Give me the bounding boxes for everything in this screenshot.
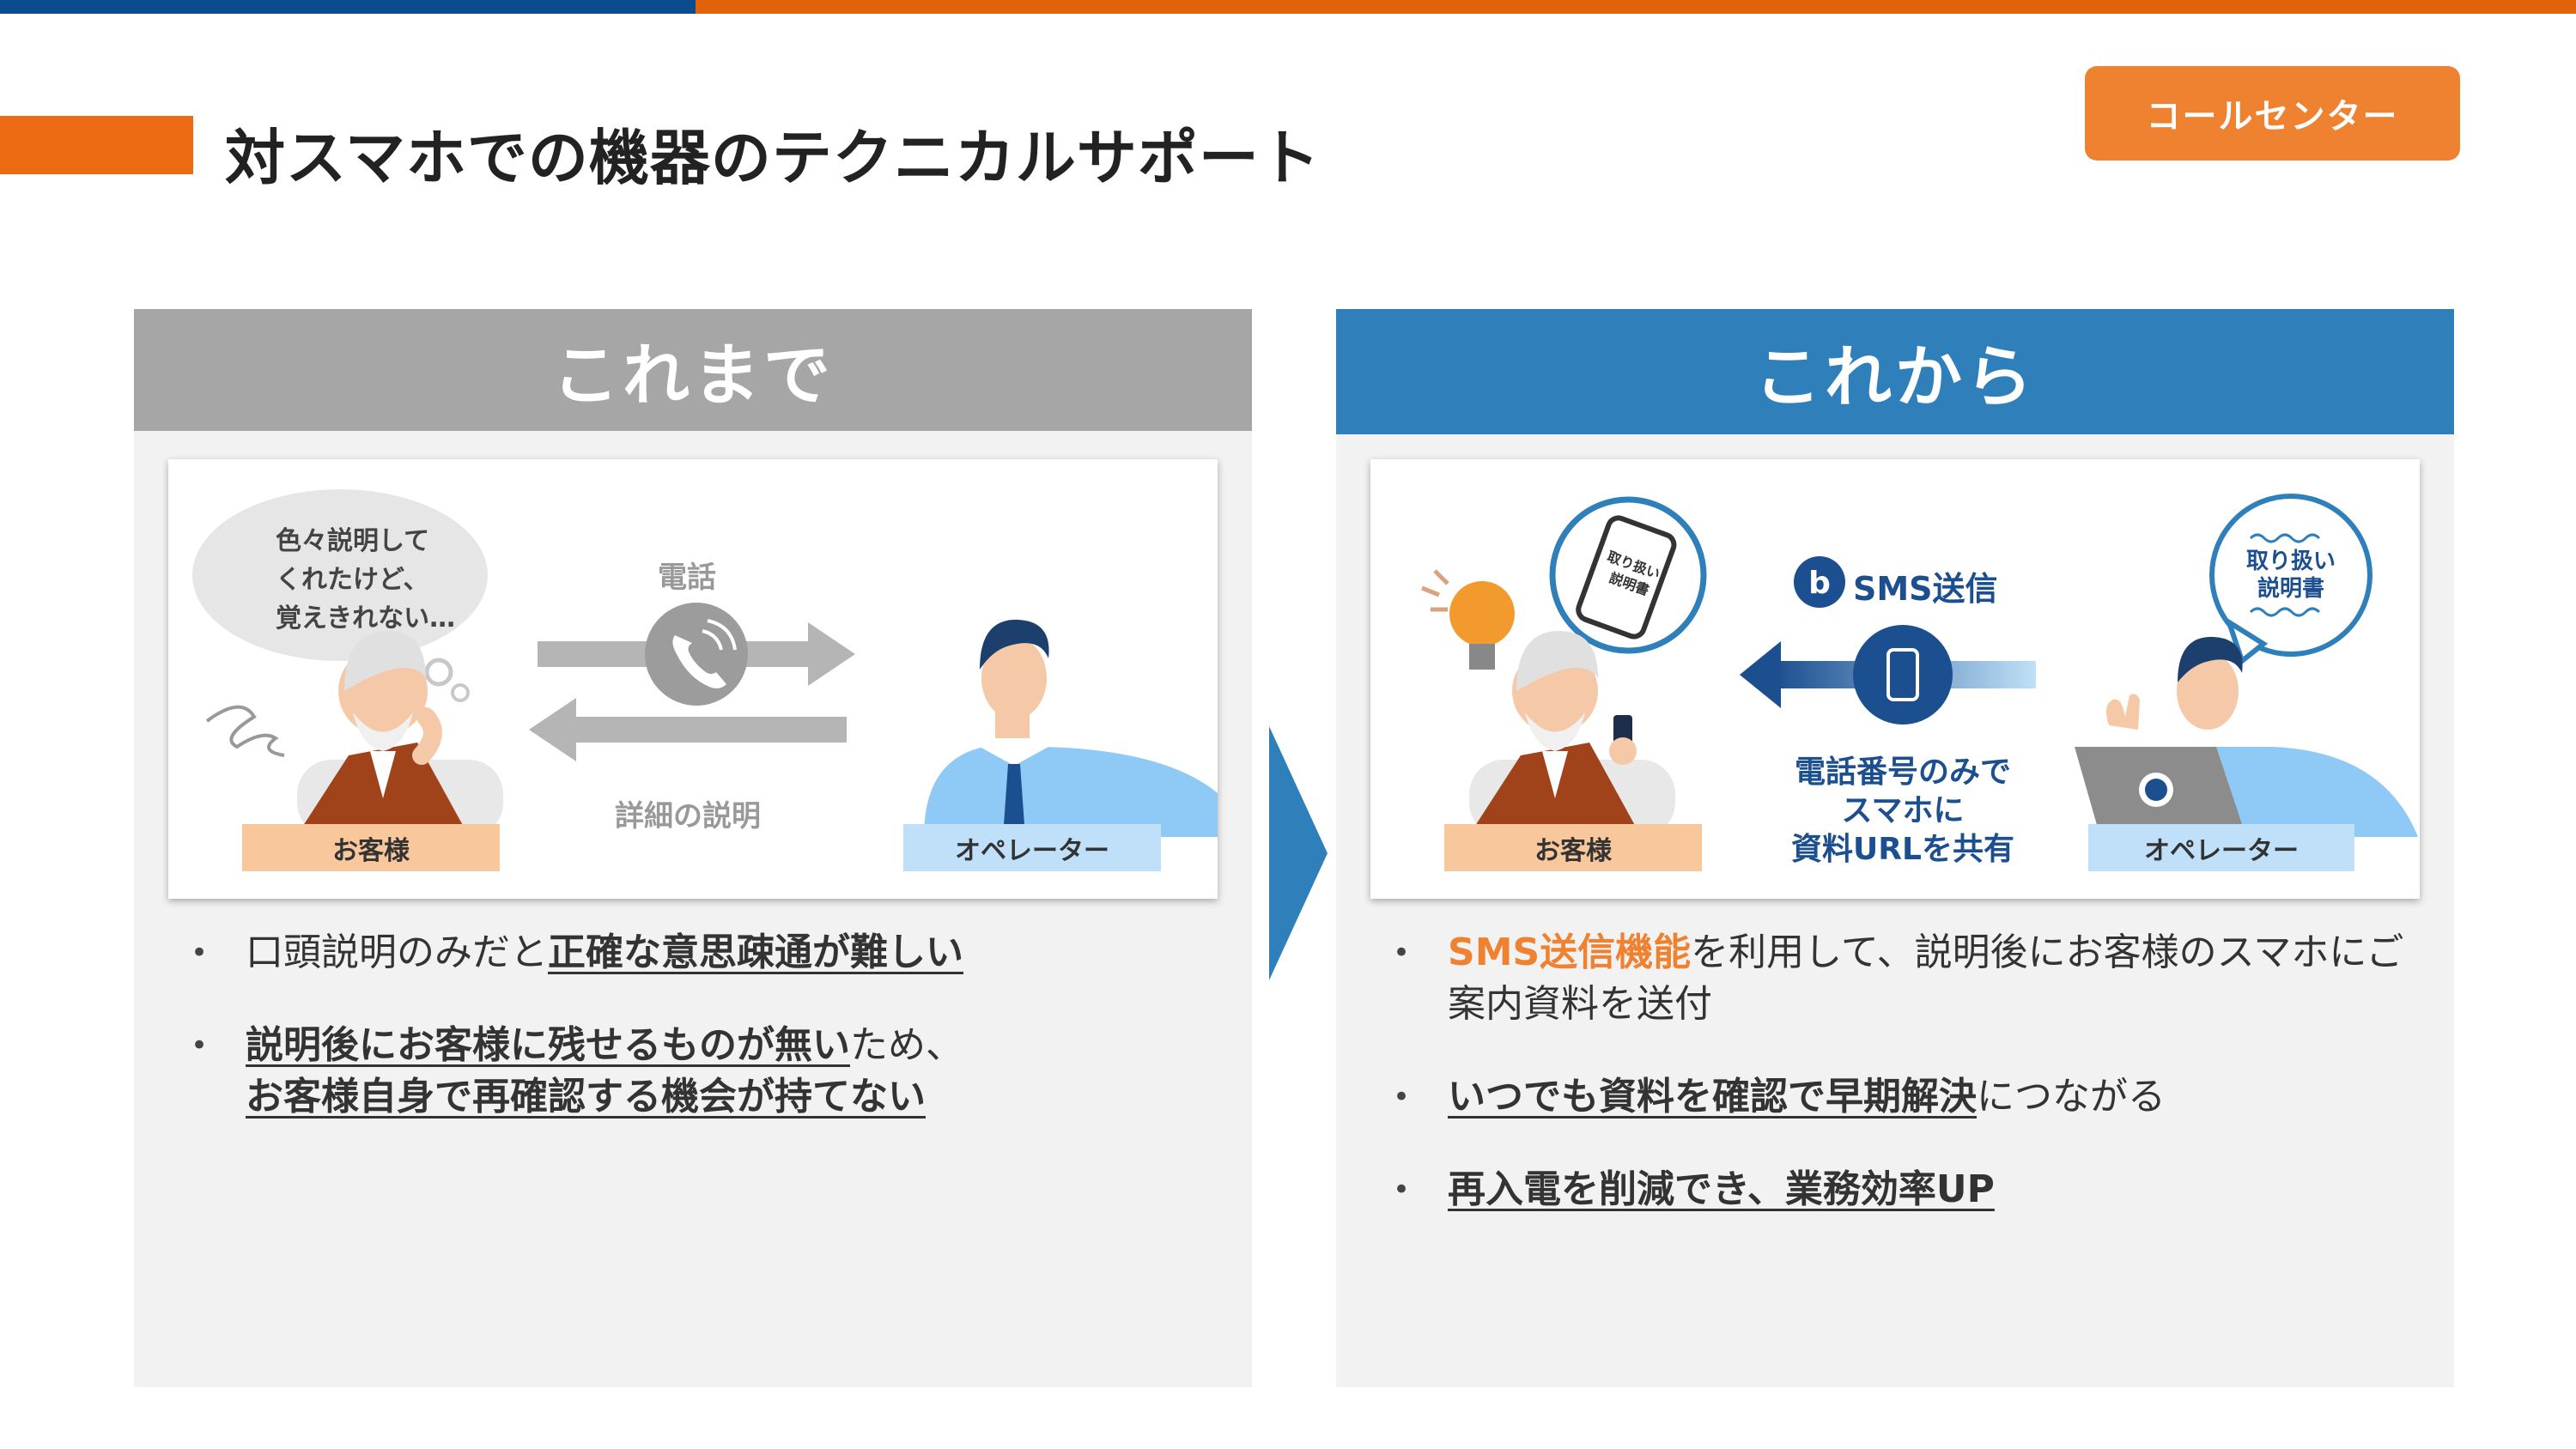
laptop-icon <box>2075 747 2246 837</box>
share-line-2: スマホに <box>1841 793 1965 828</box>
before-bullet-1: 口頭説明のみだと正確な意思疎通が難しい <box>185 927 1216 979</box>
customer-label-after: お客様 <box>1534 835 1612 866</box>
department-badge: コールセンター <box>2085 66 2460 161</box>
share-line-1: 電話番号のみで <box>1794 755 2011 790</box>
smartphone-icon <box>1549 496 1707 654</box>
manual-line-2: 説明書 <box>2257 576 2324 602</box>
manual-line-1: 取り扱い <box>2245 549 2336 574</box>
panel-before: これまで <box>134 309 1252 1387</box>
operator-label-after: オペレーター <box>2144 835 2299 866</box>
phone-label: 電話 <box>658 561 716 595</box>
customer-label: お客様 <box>332 835 410 866</box>
detail-label: 詳細の説明 <box>615 799 761 834</box>
after-bullets: SMS送信機能を利用して、説明後にお客様のスマホにご案内資料を送付 いつでも資料… <box>1388 927 2418 1257</box>
speech-line-3: 覚えきれない… <box>276 603 456 634</box>
top-bar-orange <box>696 0 2576 14</box>
panel-after-heading: これから <box>1336 309 2454 434</box>
sms-label: SMS送信 <box>1853 570 1998 608</box>
manual-bubble <box>2209 494 2372 666</box>
phone-icon <box>645 603 748 706</box>
sms-logo-icon: b <box>1794 556 1845 608</box>
panel-after: これから <box>1336 309 2454 1387</box>
page-title: 対スマホでの機器のテクニカルサポート <box>225 123 1321 193</box>
illustration-after: b <box>1370 459 2420 899</box>
speech-line-1: 色々説明して <box>276 526 430 556</box>
operator-label: オペレーター <box>955 835 1109 866</box>
customer-figure-after <box>1469 631 1675 837</box>
after-bullet-2: いつでも資料を確認で早期解決につながる <box>1388 1071 2418 1123</box>
operator-figure <box>924 619 1218 837</box>
transition-arrow <box>1269 726 1327 980</box>
title-accent-bar <box>0 116 193 174</box>
panel-before-heading: これまで <box>134 309 1252 431</box>
after-bullet-1: SMS送信機能を利用して、説明後にお客様のスマホにご案内資料を送付 <box>1388 927 2418 1030</box>
before-bullet-2: 説明後にお客様に残せるものが無いため、お客様自身で再確認する機会が持てない <box>185 1020 1216 1123</box>
svg-text:b: b <box>1808 566 1831 601</box>
speech-line-2: くれたけど、 <box>276 565 429 595</box>
share-line-3: 資料URLを共有 <box>1791 832 2014 867</box>
lightbulb-icon <box>1421 569 1515 670</box>
customer-figure <box>297 631 503 837</box>
after-bullet-3: 再入電を削減でき、業務効率UP <box>1388 1164 2418 1216</box>
illustration-before: 色々説明して くれたけど、 覚えきれない… 電話 詳細の説明 お客様 オペレータ… <box>168 459 1218 899</box>
top-bar-blue <box>0 0 713 14</box>
before-bullets: 口頭説明のみだと正確な意思疎通が難しい 説明後にお客様に残せるものが無いため、お… <box>185 927 1216 1164</box>
